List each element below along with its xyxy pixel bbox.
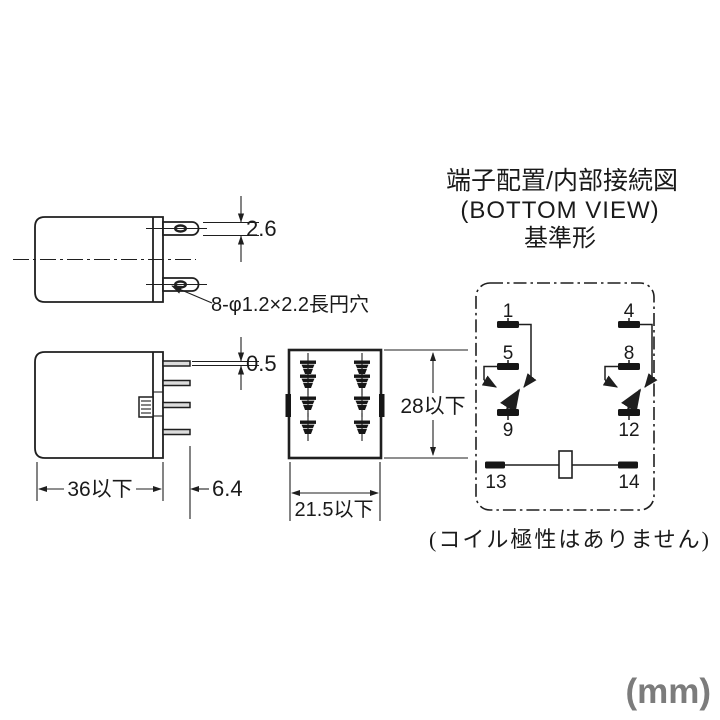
arrow-down-icon <box>430 447 436 456</box>
nc-contact-wire <box>519 323 532 378</box>
arrow-up-icon <box>237 235 245 245</box>
latch-detail <box>138 396 154 418</box>
relay-body-outline <box>34 216 164 303</box>
dim-body-depth: 21.5以下 <box>289 462 381 521</box>
pin-4 <box>162 428 191 436</box>
title-line-1: 端子配置/内部接続図 <box>446 167 678 195</box>
hole-label: 8-φ1.2×2.2長円穴 <box>211 293 369 316</box>
terminal-bar-8 <box>618 363 640 370</box>
terminal-label-4: 4 <box>624 301 635 322</box>
arrow-left-icon <box>291 490 300 496</box>
arrow-left-icon <box>38 486 47 492</box>
dim-body-height: 28以下 <box>384 349 468 459</box>
pole-left: 1 5 9 <box>481 301 537 441</box>
dim-pin-length: 6.4 <box>190 476 243 501</box>
pin-1 <box>162 360 191 367</box>
dim-pin-thickness: 0.5 <box>192 337 277 390</box>
fixed-contact-arrow <box>523 373 537 388</box>
terminal-label-8: 8 <box>624 343 635 364</box>
terminal-bar-14 <box>618 461 638 469</box>
terminal-label-1: 1 <box>503 301 514 322</box>
terminal-diagram-title: 端子配置/内部接続図 (BOTTOM VIEW) 基準形 <box>446 167 678 252</box>
pole-right: 4 8 12 <box>602 301 658 441</box>
side-notch-left <box>285 394 291 417</box>
fixed-contact-arrow <box>644 373 658 388</box>
arrow-right-icon <box>370 490 379 496</box>
dim-label-36: 36以下 <box>67 478 132 501</box>
side-notch-right <box>379 394 385 417</box>
no-contact-wire <box>604 365 618 380</box>
arrow-down-icon <box>237 352 245 362</box>
dim-label-2-6: 2.6 <box>246 216 277 241</box>
no-contact-wire <box>483 365 497 380</box>
bottom-view <box>285 348 385 460</box>
terminal-label-5: 5 <box>503 343 514 364</box>
leader-arrow-icon <box>171 285 213 304</box>
unit-label: (mm) <box>625 672 711 711</box>
dim-label-21-5: 21.5以下 <box>295 499 374 521</box>
terminal-bar-5 <box>497 363 519 370</box>
terminal-label-9: 9 <box>503 420 514 441</box>
pin-2 <box>162 379 191 387</box>
terminal-label-13: 13 <box>485 472 506 493</box>
title-line-3: 基準形 <box>524 225 596 252</box>
relay-body-outline <box>34 351 164 459</box>
front-view <box>34 351 191 459</box>
arrow-right-icon <box>153 486 162 492</box>
dim-label-6-4: 6.4 <box>212 476 243 501</box>
terminal-bar-12 <box>618 409 640 416</box>
arrow-left-icon <box>190 486 199 492</box>
coil-row: 13 14 <box>485 450 640 493</box>
arrow-up-icon <box>430 352 436 361</box>
fixed-contact-arrow <box>602 375 618 388</box>
terminal-bar-9 <box>497 409 519 416</box>
dim-terminal-thickness: 2.6 <box>203 196 277 262</box>
terminal-label-14: 14 <box>618 472 640 493</box>
fixed-contact-arrow <box>481 375 497 388</box>
dim-body-width: 36以下 <box>36 446 191 519</box>
terminal-diagram: 1 5 9 4 8 <box>475 282 658 511</box>
relay-outline-dashed <box>475 282 655 511</box>
terminal-label-12: 12 <box>618 420 639 441</box>
coil-symbol <box>558 450 573 479</box>
title-line-2: (BOTTOM VIEW) <box>460 197 659 224</box>
arrow-up-icon <box>237 365 245 375</box>
arrow-down-icon <box>237 213 245 223</box>
pin-3 <box>162 401 191 409</box>
terminal-bar-1 <box>497 321 519 328</box>
side-view <box>13 216 207 303</box>
movable-contact-blade <box>500 388 521 413</box>
dim-label-0-5: 0.5 <box>246 351 277 376</box>
terminal-bar-4 <box>618 321 640 328</box>
terminal-bar-13 <box>485 461 505 469</box>
movable-contact-blade <box>621 388 642 413</box>
hole-callout: 8-φ1.2×2.2長円穴 <box>171 285 369 316</box>
dim-label-28: 28以下 <box>400 395 465 418</box>
nc-contact-wire <box>640 323 653 378</box>
coil-polarity-note: (コイル極性はありません) <box>429 527 711 552</box>
